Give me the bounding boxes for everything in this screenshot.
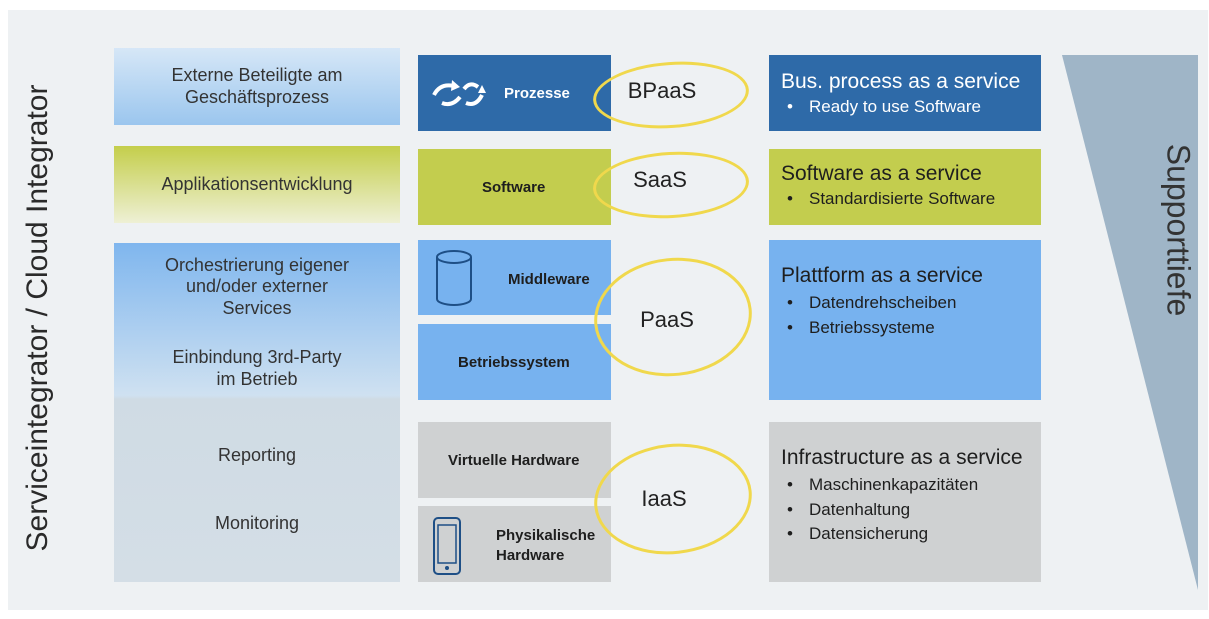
layer-software-label: Software: [482, 178, 546, 196]
description-paas-list: Datendrehscheiben Betriebssysteme: [781, 291, 1029, 340]
layer-software: Software: [418, 149, 611, 225]
physikalische-line-1: Physikalische: [496, 527, 596, 544]
description-iaas: Infrastructure as a service Maschinenkap…: [769, 422, 1041, 582]
support-depth-label: Supporttiefe: [1160, 143, 1197, 317]
description-bpaas-item: Ready to use Software: [781, 95, 1029, 120]
description-iaas-item: Datensicherung: [781, 522, 1029, 547]
layer-prozesse-label: Prozesse: [504, 84, 570, 102]
description-paas-item: Betriebssysteme: [781, 316, 1029, 341]
iaas-label: IaaS: [641, 486, 687, 511]
paas-label: PaaS: [640, 307, 694, 332]
external-participants-box: Externe Beteiligte am Geschäftsprozess: [114, 48, 400, 125]
orchestration-line-1: Orchestrierung eigener: [164, 254, 350, 275]
description-iaas-item: Datenhaltung: [781, 498, 1029, 523]
layer-physikalische-hardware: Physikalische Hardware: [418, 506, 611, 582]
database-cylinder-icon: [434, 249, 474, 311]
layer-prozesse: Prozesse: [418, 55, 611, 131]
saas-label: SaaS: [633, 167, 687, 192]
layer-virtuelle-hardware: Virtuelle Hardware: [418, 422, 611, 498]
reporting-text: Reporting: [114, 443, 400, 469]
cycle-arrows-icon: [430, 77, 490, 113]
monitoring-text: Monitoring: [114, 511, 400, 537]
integration-text: Einbindung 3rd-Party im Betrieb: [114, 343, 400, 395]
description-bpaas: Bus. process as a service Ready to use S…: [769, 55, 1041, 131]
description-iaas-title: Infrastructure as a service: [781, 446, 1023, 469]
description-iaas-item: Maschinenkapazitäten: [781, 473, 1029, 498]
description-paas-item: Datendrehscheiben: [781, 291, 1029, 316]
orchestration-text: Orchestrierung eigener und/oder externer…: [114, 249, 400, 325]
support-depth-wedge: [1062, 55, 1198, 590]
orchestration-line-2: und/oder externer: [185, 276, 329, 297]
description-saas-item: Standardisierte Software: [781, 187, 1029, 212]
bpaas-label: BPaaS: [627, 78, 697, 103]
application-development-box: Applikationsentwicklung: [114, 146, 400, 223]
monitoring-label: Monitoring: [214, 513, 300, 534]
side-label: Serviceintegrator / Cloud Integrator: [21, 84, 54, 552]
description-iaas-list: Maschinenkapazitäten Datenhaltung Datens…: [781, 473, 1029, 547]
appdev-label: Applikationsentwicklung: [161, 173, 353, 194]
operations-box: Orchestrierung eigener und/oder externer…: [114, 243, 400, 582]
integration-line-1: Einbindung 3rd-Party: [172, 347, 342, 368]
layer-betriebssystem: Betriebssystem: [418, 324, 611, 400]
layer-middleware: Middleware: [418, 240, 611, 315]
layer-physikalische-hardware-text: Physikalische Hardware: [496, 526, 595, 565]
external-line-1: Externe Beteiligte am: [171, 64, 343, 85]
orchestration-line-3: Services: [222, 297, 292, 318]
layer-betriebssystem-label: Betriebssystem: [458, 353, 570, 371]
layer-middleware-label: Middleware: [508, 271, 590, 288]
physikalische-line-2: Hardware: [496, 546, 565, 564]
integration-line-2: im Betrieb: [216, 369, 298, 389]
layer-virtuelle-hardware-label: Virtuelle Hardware: [448, 451, 580, 469]
description-bpaas-title: Bus. process as a service: [781, 70, 1021, 93]
description-saas: Software as a service Standardisierte So…: [769, 149, 1041, 225]
description-saas-title: Software as a service: [781, 162, 982, 185]
reporting-label: Reporting: [217, 445, 297, 466]
description-paas: Plattform as a service Datendrehscheiben…: [769, 240, 1041, 400]
description-bpaas-list: Ready to use Software: [781, 95, 1029, 120]
smartphone-icon: [432, 516, 462, 580]
external-line-2: Geschäftsprozess: [184, 86, 330, 107]
description-paas-title: Plattform as a service: [781, 264, 983, 287]
description-saas-list: Standardisierte Software: [781, 187, 1029, 212]
